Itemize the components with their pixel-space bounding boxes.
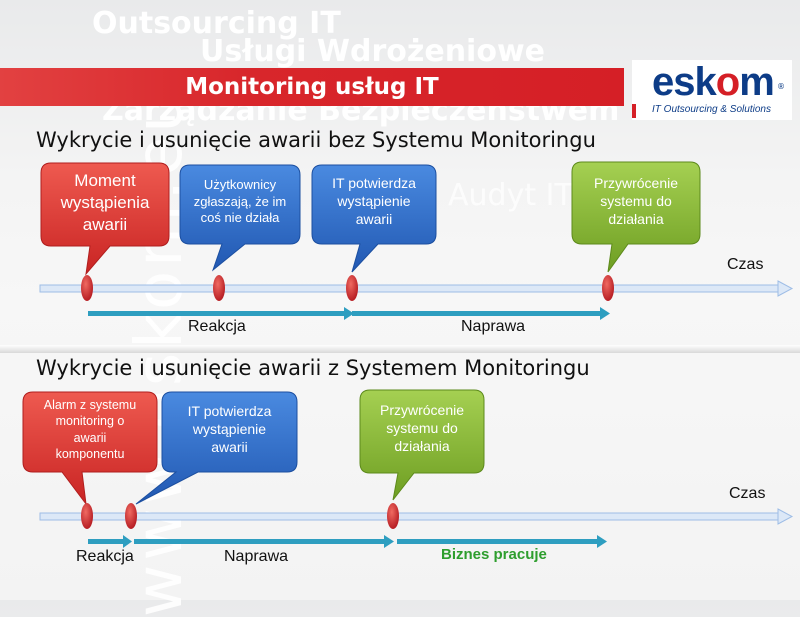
bubble-uzytkownicy-zglaszaja [179, 164, 301, 272]
span-label-reakcja-2: Reakcja [76, 548, 134, 565]
span-arrow-reakcja-1 [88, 307, 354, 320]
timeline-marker-1c [346, 275, 358, 301]
logo-word: eskom [652, 60, 775, 104]
logo-accent-line [632, 104, 636, 118]
watermark-outsourcing: Outsourcing IT [92, 6, 341, 41]
span-arrow-reakcja-2 [88, 535, 132, 548]
bubble-przywrocenie-2 [359, 389, 485, 501]
span-label-naprawa-1: Naprawa [461, 318, 526, 335]
bubble-text-przywrocenie-2: Przywrócenie systemu do działania [379, 402, 465, 454]
bubble-alarm-z-systemu [22, 391, 158, 506]
timeline-diagram [22, 161, 794, 548]
timeline-marker-1a [81, 275, 93, 301]
bubble-text-it-potwierdza-2: IT potwierdza wystąpienie awarii [187, 403, 272, 455]
span-label-biznes-pracuje: Biznes pracuje [441, 546, 547, 563]
logo-registered-mark: ® [777, 82, 785, 91]
timeline-marker-2c [387, 503, 399, 529]
span-label-reakcja-1: Reakcja [188, 318, 246, 335]
bubble-text-it-potwierdza-1: IT potwierdza wystąpienie awarii [332, 175, 416, 227]
eskom-logo: eskom ® IT Outsourcing & Solutions [632, 60, 792, 120]
time-axis-1 [39, 280, 794, 297]
timeline-marker-2a [81, 503, 93, 529]
span-arrow-naprawa-1 [352, 307, 610, 320]
axis-label-czas-1: Czas [727, 256, 764, 273]
span-arrow-naprawa-2 [134, 535, 394, 548]
section-heading-with-monitoring: Wykrycie i usunięcie awarii z Systemem M… [36, 356, 590, 380]
bubble-text-uzytkownicy: Użytkownicy zgłaszają, że im coś nie dzi… [193, 177, 287, 226]
timeline-marker-1b [213, 275, 225, 301]
bubble-text-przywrocenie-1: Przywrócenie systemu do działania [593, 175, 679, 227]
timeline-marker-2b [125, 503, 137, 529]
page-title: Monitoring usług IT [185, 74, 439, 100]
watermark-audyt: Audyt IT [448, 178, 573, 213]
timeline-marker-1d [602, 275, 614, 301]
section-divider [0, 345, 800, 353]
axis-label-czas-2: Czas [729, 485, 766, 502]
section-heading-without-monitoring: Wykrycie i usunięcie awarii bez Systemu … [36, 128, 596, 152]
title-bar [0, 68, 624, 106]
span-arrow-biznes-pracuje [397, 535, 607, 548]
bubble-text-alarm: Alarm z systemu monitoring o awarii komp… [43, 398, 137, 461]
bubble-przywrocenie-1 [571, 161, 701, 273]
bubble-moment-awarii [40, 162, 170, 276]
bubble-text-moment-awarii: Moment wystąpienia awarii [60, 171, 150, 234]
time-axis-2 [39, 508, 794, 525]
logo-tagline: IT Outsourcing & Solutions [652, 104, 771, 115]
span-label-naprawa-2: Naprawa [224, 548, 289, 565]
bubble-it-potwierdza-1 [311, 164, 437, 273]
bubble-it-potwierdza-2 [135, 391, 298, 505]
watermark-uslugi: Usługi Wdrożeniowe [200, 34, 545, 69]
